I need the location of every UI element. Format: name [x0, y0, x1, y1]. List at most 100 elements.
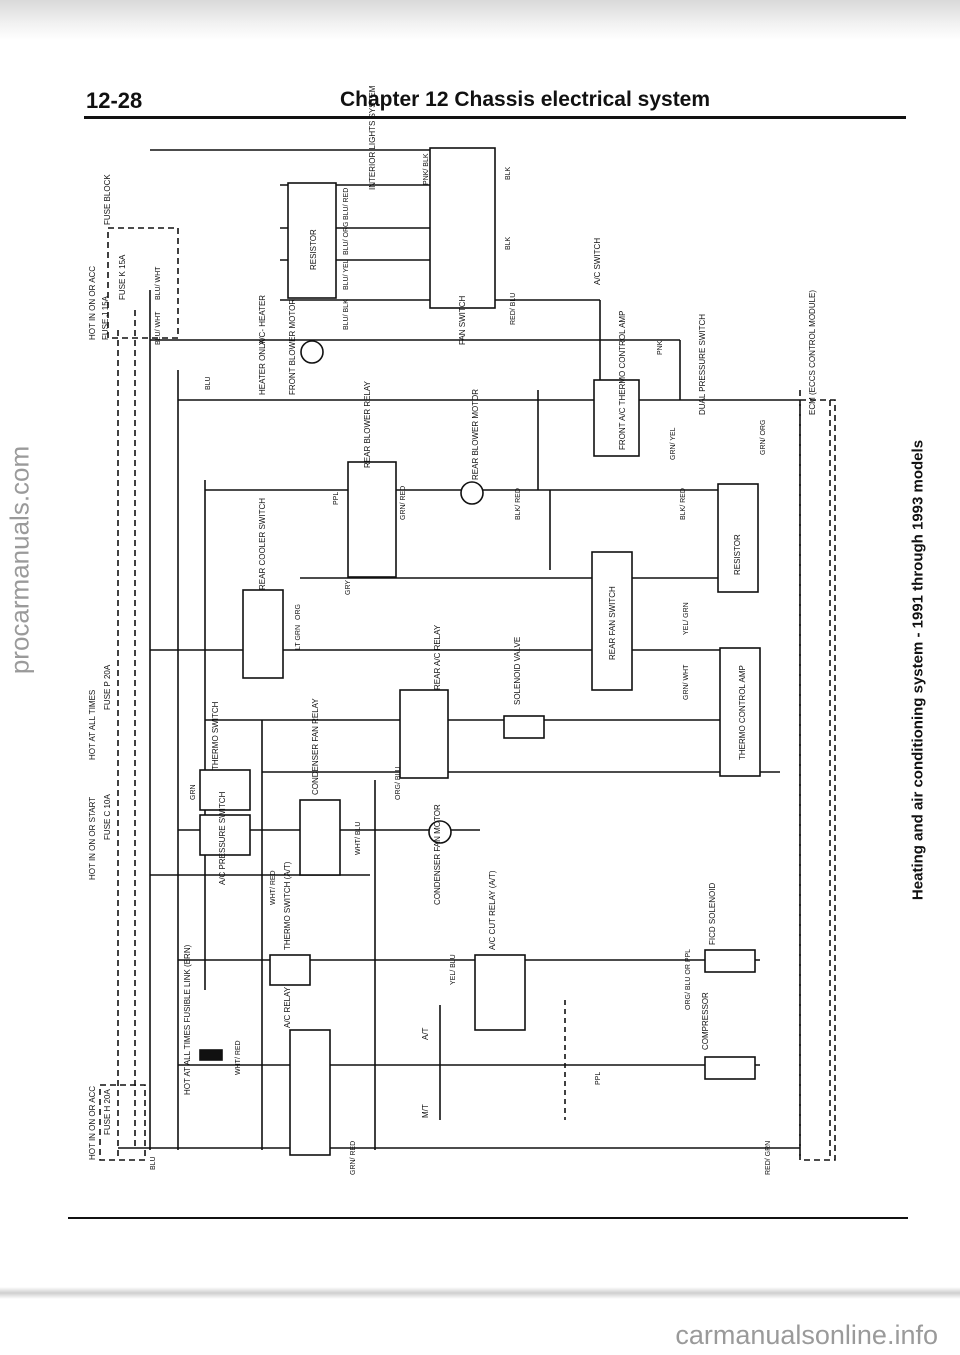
label-ac-switch: A/C SWITCH [593, 238, 602, 285]
wire-label: BLK/ RED [680, 488, 687, 520]
components [199, 147, 761, 1156]
label-fuse-k: FUSE K 15A [118, 254, 127, 300]
wire-label: PNK/ BLK [423, 153, 430, 185]
wire-label: YEL/ BLU [450, 954, 457, 985]
label-compressor: COMPRESSOR [701, 992, 710, 1050]
ac-pressure-switch-box [199, 814, 251, 856]
label-hot-on-acc-top: HOT IN ON OR ACC [88, 266, 97, 340]
ac-relay-box [289, 1029, 331, 1156]
label-fuse-j: FUSE J 15A [101, 295, 110, 340]
watermark-left: procarmanuals.com [4, 445, 35, 675]
wire-label: BLU/ RED [343, 188, 350, 220]
label-front-resistor: RESISTOR [309, 229, 318, 270]
label-condenser-fan-relay: CONDENSER FAN RELAY [311, 698, 320, 795]
ac-cut-relay-box [474, 954, 526, 1031]
label-condenser-fan-motor: CONDENSER FAN MOTOR [433, 804, 442, 905]
wire-label: GRY [345, 580, 352, 595]
label-rear-fan-switch: REAR FAN SWITCH [608, 586, 617, 660]
section-caption: Heating and air conditioning system - 19… [909, 439, 927, 901]
label-front-ac-amp: FRONT A/C THERMO CONTROL AMP [618, 311, 627, 450]
label-thermo-control-amp: THERMO CONTROL AMP [738, 665, 747, 760]
rear-fan-switch-box [591, 551, 633, 691]
watermark-bottom: carmanualsonline.info [675, 1320, 938, 1350]
wire-label: GRN/ ORG [760, 420, 767, 455]
thermo-control-amp-box [719, 647, 761, 777]
ficd-solenoid-box [704, 949, 756, 973]
label-heater-only: HEATER ONLY [258, 339, 267, 395]
label-mt: M/T [421, 1104, 430, 1118]
label-fuse-h: FUSE H 20A [103, 1089, 112, 1135]
solenoid-valve-box [503, 715, 545, 739]
rear-ac-relay-box [399, 689, 449, 779]
wire-label: PNK [657, 340, 664, 355]
wire-label: BLU/ ORG [343, 222, 350, 255]
wire-label: ORG/ BLU [395, 767, 402, 800]
wire-label: GRN/ WHT [683, 664, 690, 700]
scan-edge-bottom [0, 1287, 960, 1299]
wire-label: GRN/ YEL [670, 427, 677, 460]
rear-blower-motor-symbol [460, 481, 484, 505]
wire-label: GRN/ RED [350, 1141, 357, 1175]
wire-label: WHT/ RED [235, 1040, 242, 1075]
fusible-link-symbol [199, 1049, 223, 1061]
wire-label: BLU [205, 376, 212, 390]
label-dual-pressure: DUAL PRESSURE SWITCH [698, 314, 707, 415]
wire-label: GRN/ RED [400, 486, 407, 520]
wire-label: ORG/ BLU OR PPL [685, 949, 692, 1010]
label-hot-all-times: HOT AT ALL TIMES [88, 690, 97, 760]
wire-label: BLU/ BLK [343, 299, 350, 330]
front-resistor [287, 182, 337, 299]
label-at: A/T [421, 1027, 430, 1040]
wire-label: WHT/ RED [270, 870, 277, 905]
label-rear-blower-motor: REAR BLOWER MOTOR [471, 389, 480, 480]
wire-label: PPL [595, 1072, 602, 1085]
label-fuse-c: FUSE C 10A [103, 794, 112, 840]
wire-label: BLU/ WHT [155, 311, 162, 345]
component-labels: FUSE BLOCK HOT IN ON OR ACC FUSE K 15A F… [88, 85, 817, 1160]
label-fan-switch: FAN SWITCH [458, 295, 467, 345]
label-front-blower-motor: FRONT BLOWER MOTOR [288, 299, 297, 395]
label-thermo-switch-at: THERMO SWITCH (A/T) [283, 861, 292, 950]
label-fusible-link: HOT AT ALL TIMES FUSIBLE LINK (BRN) [183, 944, 192, 1095]
wire-label: BLU/ YEL [343, 259, 350, 290]
label-ficd-solenoid: FICD SOLENOID [708, 883, 717, 945]
label-interior-lights: INTERIOR LIGHTS SYSTEM [368, 85, 377, 190]
label-rear-cooler-switch: REAR COOLER SWITCH [258, 498, 267, 590]
label-thermo-switch: THERMO SWITCH [211, 701, 220, 770]
label-hot-on-acc-bottom: HOT IN ON OR ACC [88, 1086, 97, 1160]
label-fuse-block: FUSE BLOCK [103, 174, 112, 225]
wire-label: BLK/ RED [515, 488, 522, 520]
label-ac-heater: A/C- HEATER [258, 295, 267, 345]
label-ac-relay: A/C RELAY [283, 986, 292, 1028]
footer-rule [68, 1217, 908, 1219]
label-ac-cut-relay: A/C CUT RELAY (A/T) [488, 870, 497, 950]
wire-label: ORG [295, 604, 302, 620]
label-solenoid-valve: SOLENOID VALVE [513, 637, 522, 705]
label-rear-ac-relay: REAR A/C RELAY [433, 624, 442, 690]
scan-edge-top [0, 0, 960, 40]
label-fuse-p: FUSE P 20A [103, 664, 112, 710]
header-rule [84, 116, 906, 119]
wire-color-labels: BLU/ WHT BLU/ WHT BLU BLU/ RED BLU/ ORG … [150, 153, 772, 1175]
fan-switch-box [429, 147, 496, 309]
label-hot-on-start: HOT IN ON OR START [88, 797, 97, 880]
wire-label: GRN [190, 784, 197, 800]
wire-label: BLU/ WHT [155, 266, 162, 300]
label-rear-blower-relay: REAR BLOWER RELAY [363, 380, 372, 468]
wire-label: WHT/ BLU [355, 822, 362, 855]
label-ecm: ECM (ECCS CONTROL MODULE) [808, 290, 817, 415]
rear-cooler-switch-box [242, 589, 284, 679]
thermo-switch-at-box [269, 954, 311, 986]
thermo-switch-box [199, 769, 251, 811]
wire-label: RED/ BLU [510, 293, 517, 325]
wire-label: BLK [505, 166, 512, 180]
front-blower-motor-symbol [300, 340, 324, 364]
page-number: 12-28 [86, 88, 143, 113]
wire-label: PPL [333, 492, 340, 505]
chapter-title: Chapter 12 Chassis electrical system [340, 88, 711, 111]
wire-label: LT GRN [295, 625, 302, 650]
rear-blower-relay-box [347, 461, 397, 578]
wire-label: RED/ GRN [765, 1141, 772, 1175]
wire-label: YEL/ GRN [683, 602, 690, 635]
